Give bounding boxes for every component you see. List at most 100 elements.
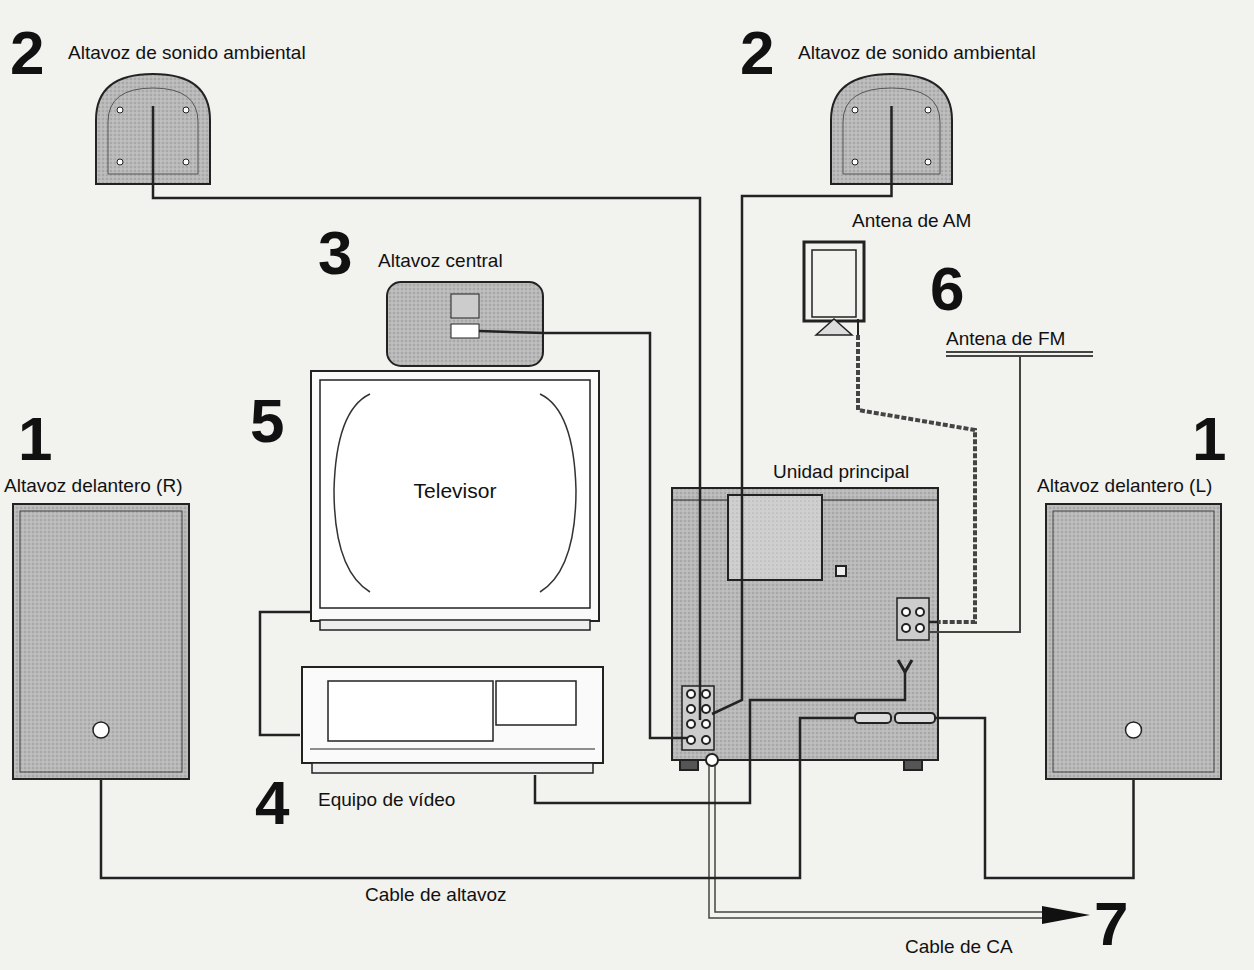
part-name: Altavoz delantero (R) — [4, 475, 182, 497]
main-unit-body — [702, 705, 710, 713]
cable-label: Cable de altavoz — [362, 884, 510, 906]
surround-speaker-outline — [117, 159, 123, 165]
surround-speaker-outline — [825, 70, 958, 188]
front-speaker-outline — [1046, 504, 1221, 779]
surround-speaker-outline — [925, 107, 931, 113]
main-unit-body — [687, 720, 695, 728]
main-unit-body — [902, 624, 910, 632]
am-antenna: Antena de AM — [800, 238, 868, 335]
inner-wire — [750, 672, 905, 770]
main-unit-body — [687, 705, 695, 713]
cable — [742, 188, 892, 488]
main-unit-body — [682, 686, 714, 750]
television-outline — [320, 380, 590, 608]
main-unit-outline — [672, 488, 938, 770]
inner-wire — [929, 621, 938, 624]
inner-wire — [672, 488, 938, 770]
part-label: Cable de CA — [905, 936, 1013, 958]
part-name: Altavoz central — [378, 250, 503, 272]
main-unit-body — [687, 736, 695, 744]
callout-number: 1 — [18, 408, 52, 470]
center-speaker-outline — [451, 324, 479, 338]
center-speaker-outline — [479, 331, 545, 333]
surround-speaker-outline — [117, 107, 123, 113]
callout-number: 4 — [255, 772, 289, 834]
fm-antenna-wire — [946, 351, 1093, 353]
video-equipment-outline — [300, 665, 605, 775]
callout-number: 5 — [250, 390, 284, 452]
am-antenna-outline — [804, 242, 864, 321]
main-unit-body — [687, 690, 695, 698]
main-unit-body — [916, 608, 924, 616]
device-name: Televisor — [414, 479, 497, 503]
surround-speaker-outline — [852, 107, 858, 113]
am-antenna-outline — [857, 319, 859, 335]
surround-speaker-outline — [183, 159, 189, 165]
surround-speaker-outline — [890, 106, 893, 188]
fm-antenna-wire — [946, 355, 1093, 357]
front-speaker-outline — [1045, 503, 1222, 780]
part-name: Altavoz de sonido ambiental — [68, 42, 306, 64]
inner-wire — [800, 718, 855, 770]
television: Televisor — [310, 370, 600, 632]
front-speaker-outline — [1126, 722, 1142, 738]
center-speaker-outline — [387, 282, 543, 366]
inner-wire — [699, 488, 702, 720]
main-unit-body — [895, 713, 935, 723]
front-speaker-outline — [12, 503, 190, 780]
inner-wire — [672, 737, 688, 740]
main-unit-body — [902, 608, 910, 616]
video-equipment-outline — [310, 749, 595, 750]
main-unit-body — [702, 690, 710, 698]
video-equipment-outline — [496, 681, 576, 725]
part-name: Altavoz delantero (L) — [1037, 475, 1212, 497]
callout-number: 2 — [10, 22, 44, 84]
center-speaker-outline — [451, 294, 479, 318]
front-speaker: Altavoz delantero (L) — [1045, 503, 1222, 780]
main-unit-body — [836, 566, 846, 576]
am-antenna-outline — [816, 319, 852, 335]
video-equipment-outline — [328, 681, 493, 741]
center-speaker: Altavoz central — [385, 280, 545, 368]
callout-number: 6 — [930, 258, 964, 320]
callout-number: 3 — [318, 222, 352, 284]
main-unit: Unidad principal — [672, 488, 938, 770]
television-outline — [320, 620, 590, 630]
part-name: Antena de AM — [852, 210, 971, 232]
main-unit-body — [672, 488, 938, 770]
main-unit-body — [680, 760, 698, 770]
am-antenna-outline — [812, 250, 856, 317]
ac-cable — [709, 766, 1042, 918]
surround-speaker-outline — [90, 70, 216, 188]
callout-number: 2 — [740, 22, 774, 84]
main-unit-body — [702, 720, 710, 728]
inner-wire — [898, 660, 912, 672]
front-speaker-outline — [93, 722, 109, 738]
ac-cable — [709, 766, 1090, 924]
video-equipment-outline — [302, 667, 603, 763]
part-name: Altavoz de sonido ambiental — [798, 42, 1036, 64]
surround-speaker-outline — [925, 159, 931, 165]
callout-number: 7 — [1094, 893, 1128, 955]
video-equipment-outline — [312, 763, 593, 773]
main-unit-body — [706, 754, 718, 766]
main-unit-body — [904, 760, 922, 770]
part-label: Antena de FM — [946, 328, 1065, 350]
television-outline — [334, 394, 370, 592]
front-speaker-outline — [20, 511, 182, 772]
television-outline — [540, 394, 576, 592]
ac-cable — [715, 766, 1042, 912]
video-equipment: Equipo de vídeo — [300, 665, 605, 775]
front-speaker: Altavoz delantero (R) — [12, 503, 190, 780]
surround-speaker-outline — [852, 159, 858, 165]
part-name: Equipo de vídeo — [318, 789, 455, 811]
main-unit-body — [897, 598, 929, 640]
inner-wire — [712, 488, 742, 714]
main-unit-body — [702, 736, 710, 744]
cable — [101, 770, 800, 878]
surround-speaker: Altavoz de sonido ambiental — [90, 70, 216, 188]
surround-speaker: Altavoz de sonido ambiental — [825, 70, 958, 188]
part-name: Unidad principal — [773, 461, 909, 483]
front-speaker-outline — [13, 504, 189, 779]
front-speaker-outline — [1053, 511, 1214, 772]
